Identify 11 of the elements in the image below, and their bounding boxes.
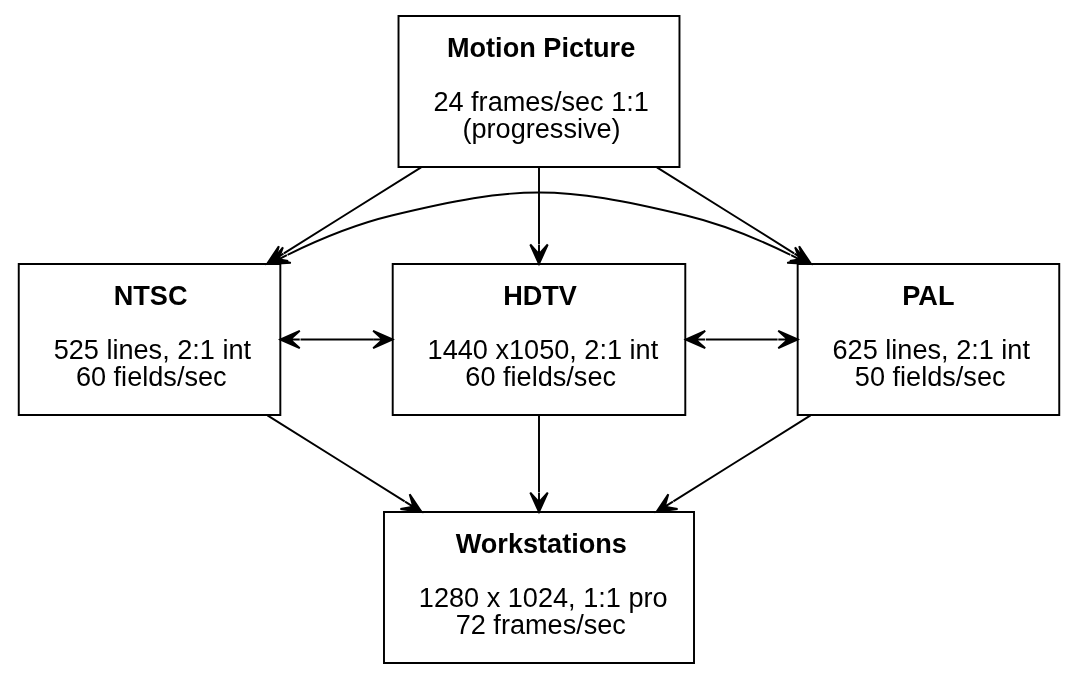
arrow [655,414,812,513]
node-box: Workstations 1280 x 1024, 1:1 pro 72 frames/sec [382,510,695,665]
node-box: Motion Picture 24 frames/sec 1:1 (progressive) [397,14,680,168]
node-box: NTSC 525 lines, 2:1 int 60 fields/sec [17,262,281,417]
arrow [265,414,422,513]
node-box: PAL 625 lines, 2:1 int 50 fields/sec [796,262,1060,417]
node-box: HDTV 1440 x1050, 2:1 int 60 fields/sec [391,262,686,417]
arrow [528,414,549,513]
arrow [684,329,799,350]
arrow [278,329,393,350]
arrow [528,166,549,265]
